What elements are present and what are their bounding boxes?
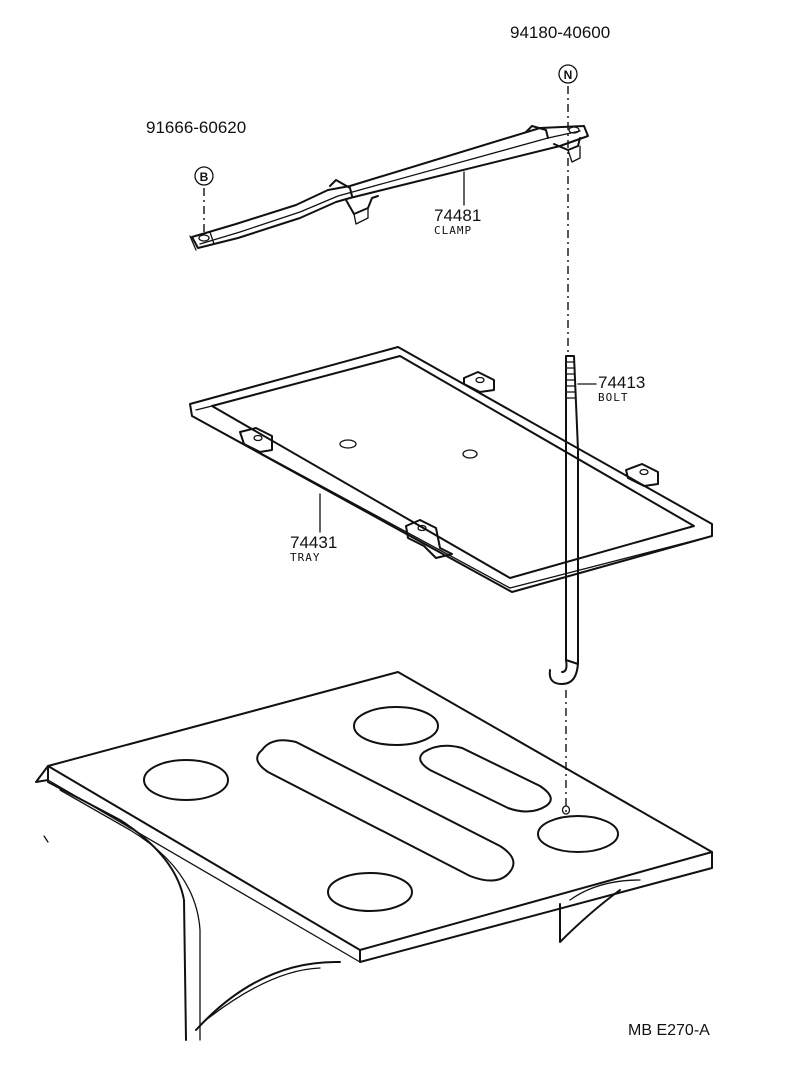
nut-part-code: 94180-40600 [510,23,610,42]
bolt-washer-part-code: 91666-60620 [146,118,246,137]
tray-part [189,346,713,593]
bolt-badge: B [194,166,214,186]
tray-part-number: 74431 [290,533,337,552]
leader-lines [319,171,597,533]
bolt-badge-letter: B [200,170,209,184]
alignment-lines [203,86,571,815]
clamp-part-name: CLAMP [434,224,472,237]
tray-part-name: TRAY [290,551,321,564]
diagram-code: MB E270-A [628,1022,710,1039]
clamp-part [189,125,589,251]
clamp-part-number: 74481 [434,206,481,225]
bolt-part-name: BOLT [598,391,629,404]
bolt-part [548,355,579,685]
nut-badge-letter: N [564,68,573,82]
body-panel [35,671,713,1041]
bolt-part-number: 74413 [598,373,645,392]
nut-badge: N [558,64,578,84]
